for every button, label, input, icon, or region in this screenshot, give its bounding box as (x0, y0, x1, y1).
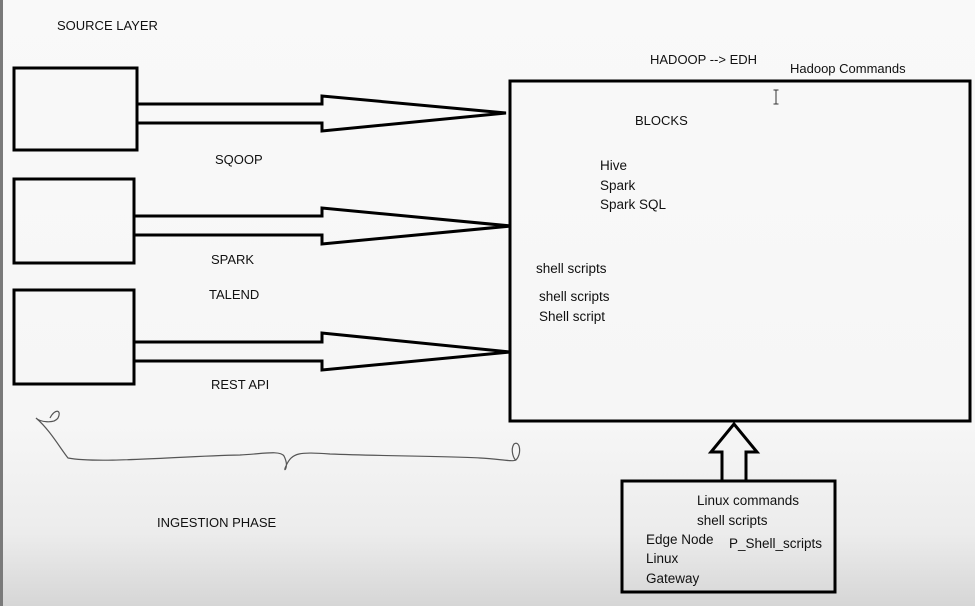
talend-label: TALEND (209, 287, 260, 302)
edge-node-label: Edge Node (646, 532, 714, 547)
freehand-sketch-line (35, 410, 521, 471)
edh-box (508, 79, 972, 423)
shell-script-3: Shell script (539, 309, 606, 324)
source-layer-title: SOURCE LAYER (57, 18, 158, 33)
source-box-3 (12, 288, 136, 386)
tool-spark: Spark (600, 178, 636, 193)
linux-commands-label: Linux commands (697, 493, 800, 508)
sqoop-label: SQOOP (215, 152, 263, 167)
hadoop-commands-label: Hadoop Commands (790, 61, 906, 76)
spark-label: SPARK (211, 252, 255, 267)
gateway-label: Gateway (646, 571, 700, 586)
ingestion-arrow-1 (137, 94, 507, 133)
ingestion-phase-label: INGESTION PHASE (157, 515, 277, 530)
source-box-2 (12, 177, 136, 265)
p-shell-scripts-label: P_Shell_scripts (729, 536, 823, 551)
window-left-border (0, 0, 3, 606)
linux-label: Linux (646, 551, 679, 566)
source-box-1 (12, 66, 139, 152)
text-cursor-icon (773, 89, 779, 105)
blocks-label: BLOCKS (635, 113, 688, 128)
shell-scripts-2: shell scripts (539, 289, 610, 304)
shell-scripts-1: shell scripts (536, 261, 607, 276)
tool-spark-sql: Spark SQL (600, 197, 667, 212)
edh-title: HADOOP --> EDH (650, 52, 758, 67)
tool-hive: Hive (600, 158, 628, 173)
edge-shell-scripts-label: shell scripts (697, 513, 768, 528)
ingestion-arrow-2 (134, 206, 512, 246)
rest-api-label: REST API (211, 377, 270, 392)
edge-node-box (620, 479, 837, 594)
edge-to-edh-arrow (707, 421, 761, 483)
ingestion-arrow-3 (134, 331, 511, 372)
